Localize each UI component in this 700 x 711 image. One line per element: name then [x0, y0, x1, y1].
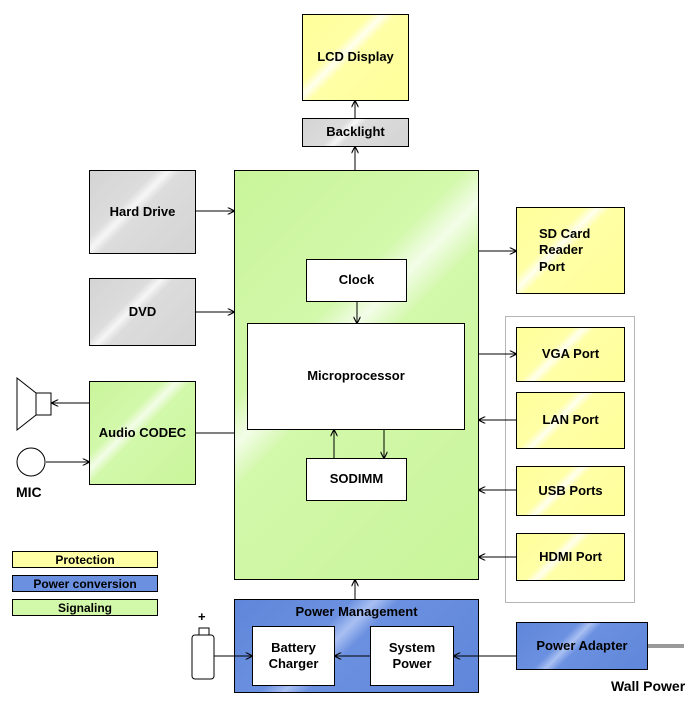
microphone-icon: [16, 447, 46, 477]
usb-ports-block: USB Ports: [516, 466, 625, 516]
battery-charger-label: Battery Charger: [268, 639, 319, 671]
sd-card-reader-label: SD Card Reader Port: [539, 226, 591, 274]
dvd-block: DVD: [89, 278, 196, 346]
power-management-label: Power Management: [295, 604, 418, 619]
lan-port-label: LAN Port: [542, 412, 599, 428]
microprocessor-block: Microprocessor: [247, 323, 465, 430]
mic-label: MIC: [16, 484, 42, 500]
wall-power-label: Wall Power: [611, 678, 686, 694]
usb-ports-label: USB Ports: [538, 482, 603, 498]
system-power-block: System Power: [370, 626, 454, 686]
lcd-display-block: LCD Display: [302, 14, 409, 101]
hdmi-port-label: HDMI Port: [539, 548, 602, 564]
sodimm-block: SODIMM: [306, 458, 407, 501]
power-adapter-block: Power Adapter: [516, 622, 648, 670]
backlight-label: Backlight: [326, 124, 385, 140]
legend-protection-label: Protection: [55, 552, 115, 567]
microprocessor-label: Microprocessor: [307, 368, 405, 384]
hard-drive-label: Hard Drive: [109, 203, 176, 219]
speaker-icon: [16, 376, 52, 432]
lan-port-block: LAN Port: [516, 392, 625, 449]
legend-power-conversion: Power conversion: [12, 575, 158, 592]
vga-port-label: VGA Port: [541, 346, 600, 362]
sodimm-label: SODIMM: [329, 471, 384, 487]
battery-charger-block: Battery Charger: [252, 626, 335, 686]
hdmi-port-block: HDMI Port: [516, 533, 625, 581]
vga-port-block: VGA Port: [516, 327, 625, 382]
audio-codec-label: Audio CODEC: [98, 424, 187, 440]
legend-signaling-label: Signaling: [58, 600, 112, 615]
legend-signaling: Signaling: [12, 599, 158, 616]
sd-card-reader-block: SD Card Reader Port: [516, 207, 625, 294]
legend-protection: Protection: [12, 551, 158, 568]
lcd-display-label: LCD Display: [317, 49, 394, 65]
clock-label: Clock: [338, 272, 375, 288]
system-power-label: System Power: [388, 639, 436, 671]
power-adapter-label: Power Adapter: [536, 637, 628, 653]
legend-power-conversion-label: Power conversion: [33, 576, 137, 591]
audio-codec-block: Audio CODEC: [89, 381, 196, 485]
port-group-outline: [505, 316, 635, 603]
battery-icon: [191, 627, 215, 680]
clock-block: Clock: [306, 259, 407, 302]
dvd-label: DVD: [128, 303, 157, 319]
battery-plus-label: +: [198, 609, 206, 624]
hard-drive-block: Hard Drive: [89, 170, 196, 254]
backlight-block: Backlight: [302, 118, 409, 147]
